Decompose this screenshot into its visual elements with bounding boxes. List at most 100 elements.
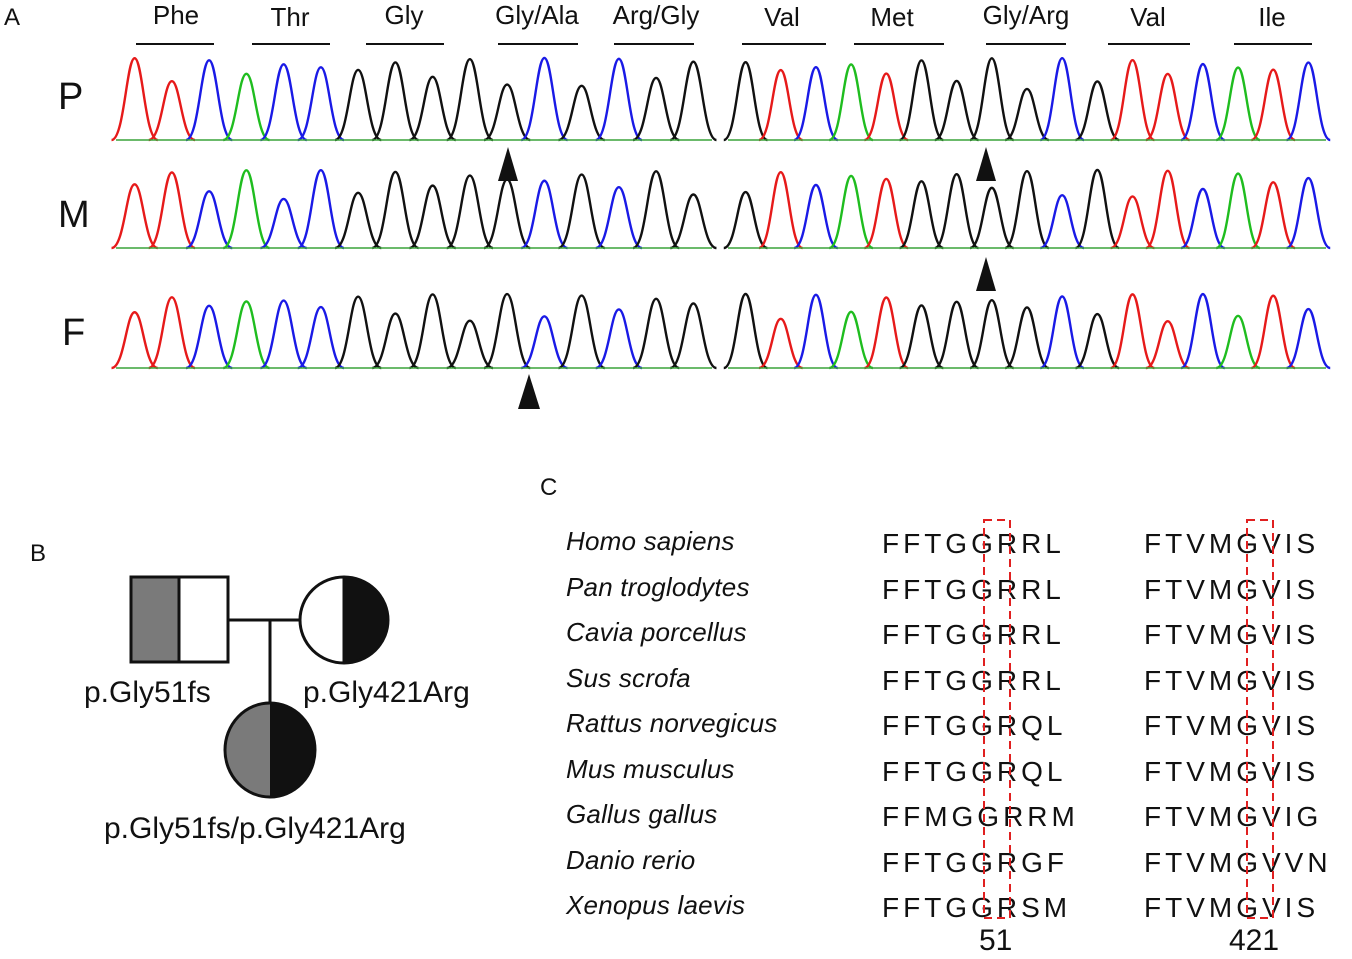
trace-peak (1004, 169, 1050, 250)
trace-peak (371, 312, 419, 370)
codon-label: Val (1130, 2, 1166, 32)
panel-a-letter: A (4, 4, 21, 31)
row-label-p: P (58, 76, 84, 118)
sequence-segment-2: FTVMGVVN (1144, 846, 1332, 878)
trace-peak (899, 304, 944, 370)
trace-peak (828, 310, 874, 370)
species-name: Cavia porcellus (566, 617, 747, 647)
trace-peak (595, 57, 643, 142)
species-name: Rattus norvegicus (566, 708, 778, 738)
trace-peak (828, 174, 874, 250)
trace-peak (408, 293, 457, 370)
trace-peak (222, 72, 270, 142)
trace-peak (1075, 312, 1120, 370)
trace-peak (1004, 87, 1050, 142)
trace-peak (111, 183, 159, 250)
trace-peak (1215, 314, 1261, 370)
trace-peak (969, 299, 1015, 370)
sequence-segment-2: FTVMGVIG (1144, 801, 1323, 832)
trace-peak (334, 295, 382, 370)
sequence-segment-1: FFTGGRRL (882, 528, 1065, 559)
mother-genotype: p.Gly421Arg (303, 676, 470, 709)
sequence-segment-1: FFTGGRRL (882, 573, 1065, 605)
sequence-segment-2: FTVMGVIS (1144, 619, 1320, 650)
trace-peak (520, 315, 568, 370)
trace-peak (969, 57, 1015, 142)
codon-label: Arg/Gly (612, 0, 700, 30)
trace-peak (793, 65, 839, 142)
trace-peak (758, 170, 804, 250)
sequence-segment-2: FTVMGVIS (1144, 892, 1320, 923)
trace-peak (669, 302, 717, 370)
trace-peak (669, 193, 717, 250)
trace-peak (934, 172, 980, 250)
trace-peak (148, 171, 196, 250)
trace-peak (1074, 80, 1120, 142)
trace-peak (863, 177, 909, 250)
trace-peak (1110, 59, 1155, 142)
codon-label: Ile (1258, 2, 1286, 32)
trace-peak (828, 63, 874, 142)
trace-peak (899, 59, 944, 142)
trace-peak (595, 186, 643, 250)
pedigree (129, 575, 390, 799)
sequence-segment-2: FTVMGVIS (1144, 755, 1320, 787)
row-label-m: M (58, 194, 90, 236)
sequence-segment-1: FFTGGRRL (882, 619, 1065, 650)
sequence-segment-1: FFTGGRQL (882, 710, 1067, 741)
trace-peak (446, 174, 494, 250)
mutation-arrow (976, 257, 996, 291)
trace-peak (259, 299, 308, 370)
trace-peak (483, 292, 531, 370)
trace-peak (148, 79, 196, 142)
mutation-arrow (976, 147, 996, 181)
trace-peak (111, 311, 159, 370)
trace-peak (185, 304, 233, 370)
trace-peak (669, 60, 718, 142)
trace-peak (934, 300, 980, 370)
trace-peak (758, 317, 804, 370)
trace-peak (1145, 169, 1191, 250)
trace-peak (863, 296, 909, 370)
panel-b-letter: B (30, 540, 47, 567)
trace-peak (632, 170, 680, 250)
trace-peak (1145, 319, 1190, 370)
codon-label: Val (764, 2, 800, 32)
trace-peak (520, 179, 569, 250)
panel-c-letter: C (540, 474, 558, 501)
codon-label: Gly (384, 0, 424, 30)
species-name: Gallus gallus (566, 799, 718, 829)
sequence-segment-1: FFMGGRRM (882, 801, 1079, 832)
trace-peak (222, 300, 270, 370)
trace-peak (1285, 61, 1331, 142)
trace-peak (520, 56, 569, 142)
sequence-segment-1: FFTGGRQL (882, 755, 1067, 787)
trace-peak (969, 186, 1015, 250)
child-genotype: p.Gly51fs/p.Gly421Arg (104, 812, 406, 845)
trace-peak (297, 66, 345, 142)
trace-peak (260, 197, 308, 250)
codon-label: Phe (152, 0, 200, 30)
trace-peak (1250, 68, 1296, 142)
trace-peak (409, 184, 457, 250)
trace-peak (863, 72, 909, 142)
trace-peak (557, 294, 606, 370)
father-genotype: p.Gly51fs (84, 676, 211, 709)
trace-peak (557, 173, 606, 250)
trace-peak (1039, 57, 1085, 142)
position-421: 421 (1229, 924, 1280, 957)
trace-peak (185, 59, 233, 142)
sequence-segment-2: FTVMGVIS (1144, 710, 1320, 741)
position-51: 51 (979, 924, 1013, 957)
sequence-segment-2: FTVMGVIS (1144, 664, 1320, 696)
sequence-segment-2: FTVMGVIS (1144, 528, 1320, 559)
father-square (129, 575, 230, 664)
trace-peak (185, 190, 233, 250)
trace-peak (632, 297, 680, 370)
trace-peak (334, 191, 382, 250)
species-name: Danio rerio (566, 844, 696, 875)
trace-peak (1110, 195, 1155, 250)
codon-label: Thr (270, 2, 310, 32)
trace-peak (297, 168, 345, 250)
